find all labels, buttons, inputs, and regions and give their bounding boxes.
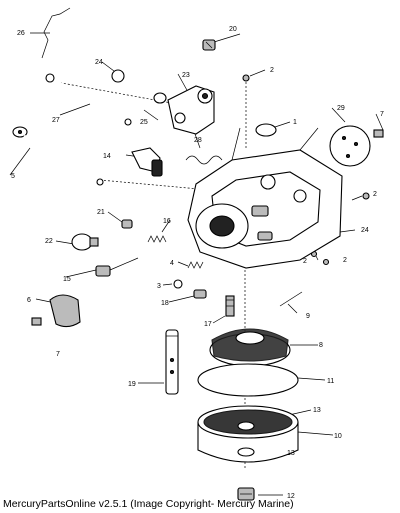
- callout-24b: 24: [361, 227, 369, 234]
- part-21-plug: [121, 219, 133, 229]
- callout-1: 1: [293, 119, 297, 126]
- part-23-lever-bracket: [167, 85, 215, 135]
- part-20-screw: [202, 39, 216, 51]
- callout-11: 11: [327, 378, 334, 385]
- part-28-spring: [185, 155, 223, 165]
- part-18-plug: [193, 289, 207, 299]
- callout-24a: 24: [95, 59, 103, 66]
- part-25-washer: [153, 92, 167, 104]
- callout-15: 15: [63, 276, 71, 283]
- part-11-gasket: [197, 363, 299, 397]
- callout-14: 14: [103, 153, 111, 160]
- part-3-washer: [173, 279, 183, 289]
- part-24-clip-top: [111, 69, 125, 83]
- callout-5: 5: [11, 173, 15, 180]
- callout-28: 28: [194, 137, 202, 144]
- part-2-screw-lower-b: [322, 258, 330, 266]
- callout-20: 20: [229, 26, 237, 33]
- part-8-float: [209, 328, 291, 367]
- part-9-pin: [279, 291, 303, 307]
- callout-4: 4: [170, 260, 174, 267]
- part-19-tube: [165, 329, 179, 395]
- image-caption: MercuryPartsOnline v2.5.1 (Image Copyrig…: [3, 498, 294, 510]
- callout-9: 9: [306, 313, 310, 320]
- callout-26: 26: [17, 30, 25, 37]
- part-13-gasket: [237, 447, 255, 457]
- callout-16: 16: [163, 218, 171, 225]
- callout-8: 8: [319, 342, 323, 349]
- part-15-needle-screw: [95, 257, 139, 277]
- part-29-diaphragm: [329, 125, 371, 167]
- part-10-float-bowl: [197, 405, 299, 463]
- callout-7a: 7: [380, 111, 384, 118]
- part-2-screw-top: [242, 74, 250, 82]
- callout-21: 21: [97, 209, 105, 216]
- callout-2d: 2: [343, 257, 347, 264]
- part-2-screw-right: [362, 192, 370, 200]
- part-12-drain-screw: [237, 487, 255, 501]
- part-27-throttle-shaft: [45, 73, 132, 126]
- part-14-fitting: [131, 147, 163, 177]
- callout-27: 27: [52, 117, 60, 124]
- callout-29: 29: [337, 105, 345, 112]
- callout-10: 10: [334, 433, 342, 440]
- part-7-screw-bottom: [31, 317, 42, 326]
- callout-7b: 7: [56, 351, 60, 358]
- carburetor-body: [187, 127, 343, 269]
- callout-12: 12: [287, 493, 295, 500]
- part-1-plug: [255, 123, 277, 137]
- callout-23: 23: [182, 72, 190, 79]
- part-17-jet: [225, 295, 235, 317]
- part-6-choke-plate: [49, 294, 81, 328]
- callout-22: 22: [45, 238, 53, 245]
- part-7-screw-top: [373, 129, 384, 138]
- callout-19: 19: [128, 381, 136, 388]
- callout-2b: 2: [373, 191, 377, 198]
- part-5-choke-shaft: [12, 126, 104, 186]
- part-16-spring: [147, 235, 167, 243]
- part-26-wire-link: [41, 7, 71, 59]
- part-4-spring: [187, 261, 204, 269]
- callout-3: 3: [157, 283, 161, 290]
- callout-6: 6: [27, 297, 31, 304]
- callout-17: 17: [204, 321, 212, 328]
- callout-18: 18: [161, 300, 169, 307]
- part-22-screw: [71, 233, 99, 251]
- callout-labels: 26 20 24 2 23 25 27 29 7 1 28 14 5 2 21 …: [11, 26, 384, 500]
- callout-2c: 2: [303, 258, 307, 265]
- callout-2a: 2: [270, 67, 274, 74]
- callout-13b: 13: [287, 450, 295, 457]
- callout-13a: 13: [313, 407, 321, 414]
- callout-25: 25: [140, 119, 148, 126]
